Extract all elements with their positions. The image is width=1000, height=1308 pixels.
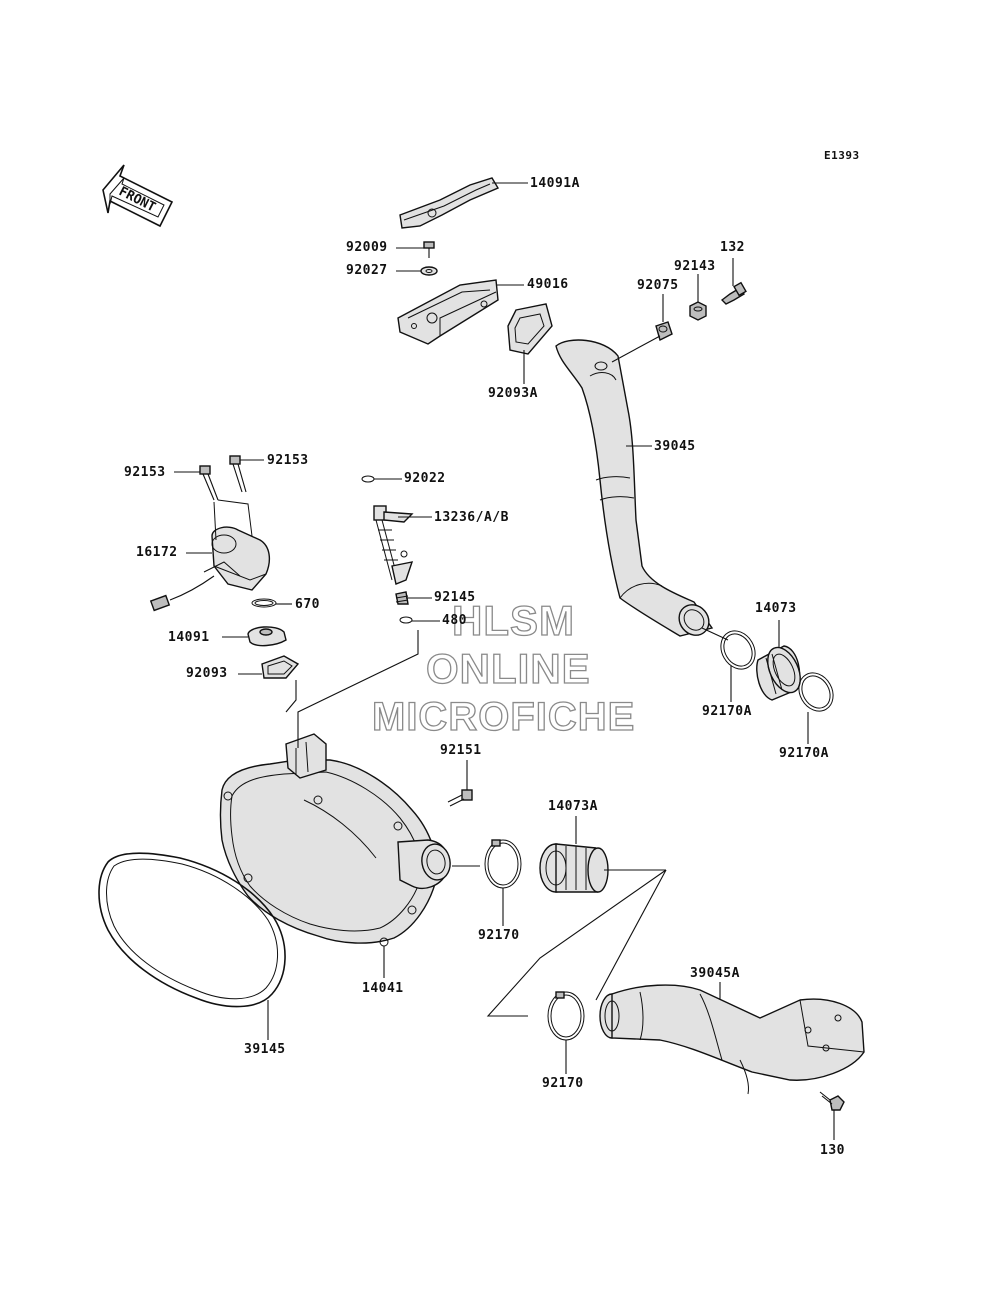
front-arrow-icon: FRONT: [102, 164, 174, 228]
nut-92143-part: [689, 301, 707, 321]
spring-92145-part: [395, 591, 409, 605]
part-label-39045[interactable]: 39045: [654, 439, 696, 454]
clamp-92170-lower-part: [547, 991, 585, 1041]
watermark-line-3: MICROFICHE: [371, 695, 636, 739]
cover-14091A-part: [399, 177, 500, 229]
bolt-92153-left-part: [199, 465, 219, 501]
diagram-code: E1393: [824, 149, 860, 162]
watermark-line-1: HLSM: [451, 597, 575, 644]
part-label-92151[interactable]: 92151: [440, 743, 482, 758]
part-label-92145[interactable]: 92145: [434, 590, 476, 605]
bolt-92009-part: [423, 241, 435, 258]
part-label-130[interactable]: 130: [820, 1143, 845, 1158]
belt-39145-part: [98, 852, 286, 1008]
bolt-92151-part: [447, 789, 473, 807]
boot-14073A-part: [539, 843, 609, 893]
part-label-16172[interactable]: 16172: [136, 545, 178, 560]
clamp-92170A-left-part: [720, 630, 756, 670]
part-label-132[interactable]: 132: [720, 240, 745, 255]
front-arrow-text: FRONT: [116, 184, 158, 215]
part-label-39045A[interactable]: 39045A: [690, 966, 740, 981]
part-label-92153-left[interactable]: 92153: [124, 465, 166, 480]
washer-92027-part: [420, 266, 438, 276]
part-label-14073A[interactable]: 14073A: [548, 799, 598, 814]
part-label-92170A-left[interactable]: 92170A: [702, 704, 752, 719]
part-label-14091A[interactable]: 14091A: [530, 176, 580, 191]
part-label-39145[interactable]: 39145: [244, 1042, 286, 1057]
cap-14091-part: [247, 626, 287, 647]
part-label-92170-upper[interactable]: 92170: [478, 928, 520, 943]
part-label-92143[interactable]: 92143: [674, 259, 716, 274]
part-label-14041[interactable]: 14041: [362, 981, 404, 996]
gasket-92093-part: [261, 655, 300, 679]
ring-480-part: [399, 616, 413, 624]
actuator-16172-part: [149, 499, 271, 612]
seal-92093A-part: [507, 303, 553, 355]
part-label-49016[interactable]: 49016: [527, 277, 569, 292]
clamp-92170A-right-part: [798, 672, 834, 712]
part-label-14091[interactable]: 14091: [168, 630, 210, 645]
part-label-13236[interactable]: 13236/A/B: [434, 510, 509, 525]
boot-14073-part: [756, 645, 801, 701]
part-label-92093A[interactable]: 92093A: [488, 386, 538, 401]
bolt-92153-right-part: [229, 455, 247, 493]
clamp-92170-upper-part: [484, 839, 522, 889]
duct-39045-part: [555, 339, 714, 637]
duct-39045A-part: [599, 984, 865, 1095]
bolt-132-part: [720, 281, 747, 305]
part-label-92009[interactable]: 92009: [346, 240, 388, 255]
part-label-670[interactable]: 670: [295, 597, 320, 612]
bracket-49016-part: [397, 279, 499, 345]
part-label-14073[interactable]: 14073: [755, 601, 797, 616]
part-label-92170A-right[interactable]: 92170A: [779, 746, 829, 761]
bolt-130-part: [819, 1091, 845, 1111]
part-label-92153-right[interactable]: 92153: [267, 453, 309, 468]
part-label-480[interactable]: 480: [442, 613, 467, 628]
part-label-92075[interactable]: 92075: [637, 278, 679, 293]
part-label-92170-lower[interactable]: 92170: [542, 1076, 584, 1091]
clip-92022-part: [361, 475, 375, 483]
lever-13236-part: [373, 505, 414, 585]
oring-670-part: [251, 598, 277, 608]
leader-lines: [174, 182, 835, 1140]
part-label-92022[interactable]: 92022: [404, 471, 446, 486]
watermark-line-2: ONLINE: [425, 645, 591, 692]
part-label-92027[interactable]: 92027: [346, 263, 388, 278]
cover-14041-part: [219, 733, 451, 947]
part-label-92093[interactable]: 92093: [186, 666, 228, 681]
grommet-92075-part: [655, 321, 673, 342]
